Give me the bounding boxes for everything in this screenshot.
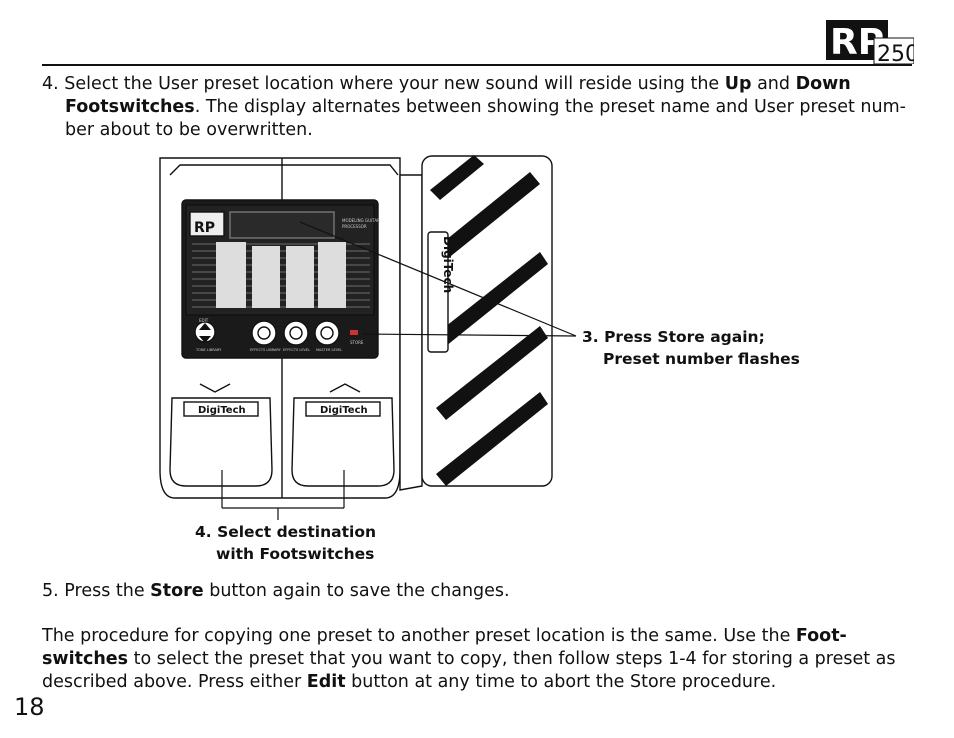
- knob-label-0: TONE LIBRARY: [195, 348, 222, 352]
- store-label: STORE: [350, 340, 364, 345]
- knob-label-3: MASTER LEVEL: [316, 348, 342, 352]
- logo-model: 250: [877, 42, 914, 64]
- display-caption-1: MODELING GUITAR: [342, 218, 380, 223]
- footswitch-brand-right: DigiTech: [320, 405, 368, 416]
- pedal-brand: DigiTech: [441, 236, 455, 293]
- page-number: 18: [14, 693, 45, 721]
- step-4-paragraph: 4. Select the User preset location where…: [42, 74, 906, 140]
- callout-select-destination: 4. Select destination with Footswitches: [195, 523, 377, 563]
- callout-store-again: 3. Press Store again; Preset number flas…: [582, 328, 800, 368]
- knob-label-2: EFFECTS LEVEL: [283, 348, 310, 352]
- display-caption-2: PROCESSOR: [342, 224, 367, 229]
- footswitch-brand-left: DigiTech: [198, 405, 246, 416]
- knob-label-1: EFFECTS LIBRARY: [250, 348, 282, 352]
- rp250-logo: RP 250: [826, 20, 914, 64]
- step-5-paragraph: 5. Press the Store button again to save …: [42, 581, 510, 601]
- closing-paragraph: The procedure for copying one preset to …: [42, 626, 896, 692]
- header-rule: [42, 64, 912, 66]
- edit-label: EDIT: [199, 318, 209, 323]
- panel-logo: RP: [194, 220, 215, 236]
